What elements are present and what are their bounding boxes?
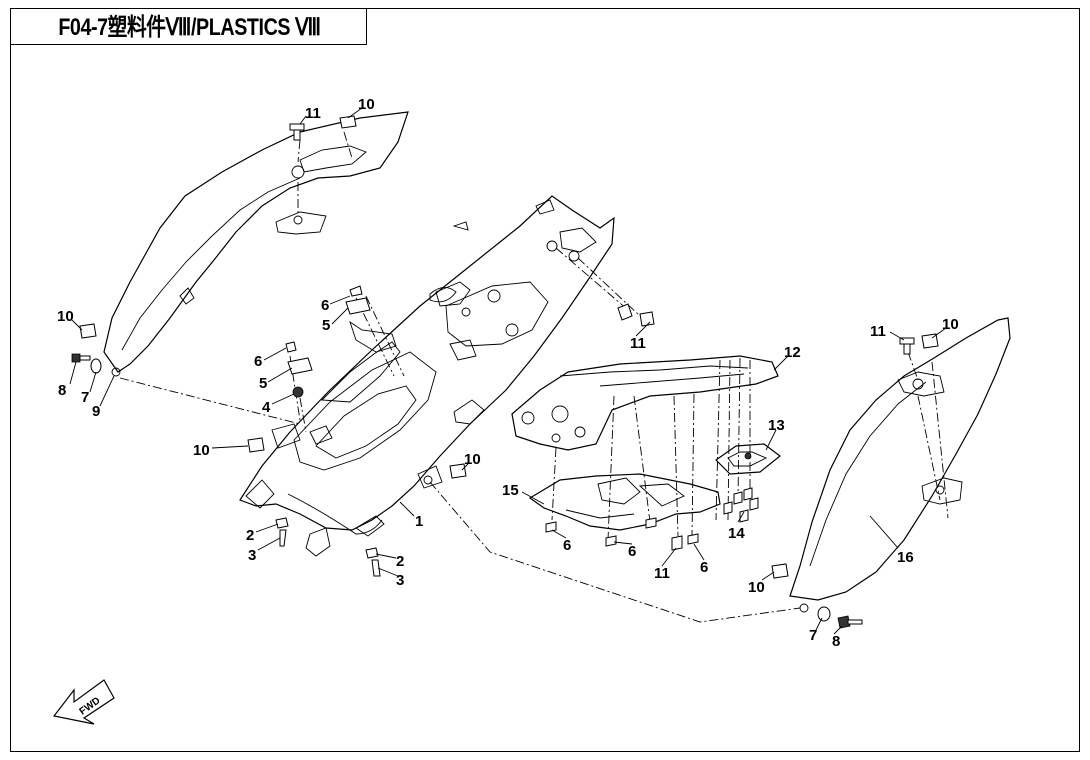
callout-11: 11 bbox=[654, 565, 670, 582]
middle-bracket bbox=[511, 355, 779, 451]
callout-15: 15 bbox=[502, 482, 519, 499]
assembly-lines bbox=[119, 131, 949, 623]
callout-6: 6 bbox=[563, 537, 571, 554]
callout-6: 6 bbox=[700, 559, 708, 576]
hardware bbox=[71, 115, 939, 629]
small-bracket bbox=[715, 443, 781, 475]
callout-8: 8 bbox=[832, 633, 840, 650]
callout-4: 4 bbox=[262, 399, 271, 416]
forward-direction-arrow: FWD bbox=[52, 679, 115, 725]
callout-14: 14 bbox=[728, 525, 745, 542]
callout-6: 6 bbox=[254, 353, 262, 370]
callout-9: 9 bbox=[92, 403, 100, 420]
rear-fender-tray bbox=[239, 195, 615, 557]
callout-11: 11 bbox=[870, 323, 886, 340]
callout-3: 3 bbox=[396, 572, 404, 589]
callout-12: 12 bbox=[784, 344, 801, 361]
callout-6: 6 bbox=[628, 543, 636, 560]
callout-10: 10 bbox=[942, 316, 959, 333]
callout-8: 8 bbox=[58, 382, 66, 399]
callout-1: 1 bbox=[415, 513, 423, 530]
page-title: F04-7塑料件Ⅷ/PLASTICS Ⅷ bbox=[58, 14, 321, 41]
callout-5: 5 bbox=[322, 317, 330, 334]
callout-5: 5 bbox=[259, 375, 267, 392]
callout-10: 10 bbox=[748, 579, 765, 596]
callout-11: 11 bbox=[305, 105, 321, 122]
callout-7: 7 bbox=[81, 389, 89, 406]
left-side-panel bbox=[103, 111, 409, 377]
callout-2: 2 bbox=[246, 527, 254, 544]
callouts: 11 10 10 8 7 9 6 5 6 5 4 10 10 1 2 3 2 3… bbox=[57, 96, 959, 650]
lower-tray bbox=[528, 473, 721, 531]
callout-10: 10 bbox=[464, 451, 481, 468]
callout-16: 16 bbox=[897, 549, 914, 566]
callout-10: 10 bbox=[358, 96, 375, 113]
callout-3: 3 bbox=[248, 547, 256, 564]
callout-13: 13 bbox=[768, 417, 785, 434]
callout-2: 2 bbox=[396, 553, 404, 570]
drawing-frame bbox=[10, 8, 1080, 752]
callout-10: 10 bbox=[193, 442, 210, 459]
callout-11: 11 bbox=[630, 335, 646, 352]
callout-7: 7 bbox=[809, 627, 817, 644]
callout-6: 6 bbox=[321, 297, 329, 314]
title-box: F04-7塑料件Ⅷ/PLASTICS Ⅷ bbox=[10, 8, 367, 45]
callout-10: 10 bbox=[57, 308, 74, 325]
leader-lines bbox=[69, 107, 947, 635]
right-side-panel bbox=[789, 317, 1011, 613]
